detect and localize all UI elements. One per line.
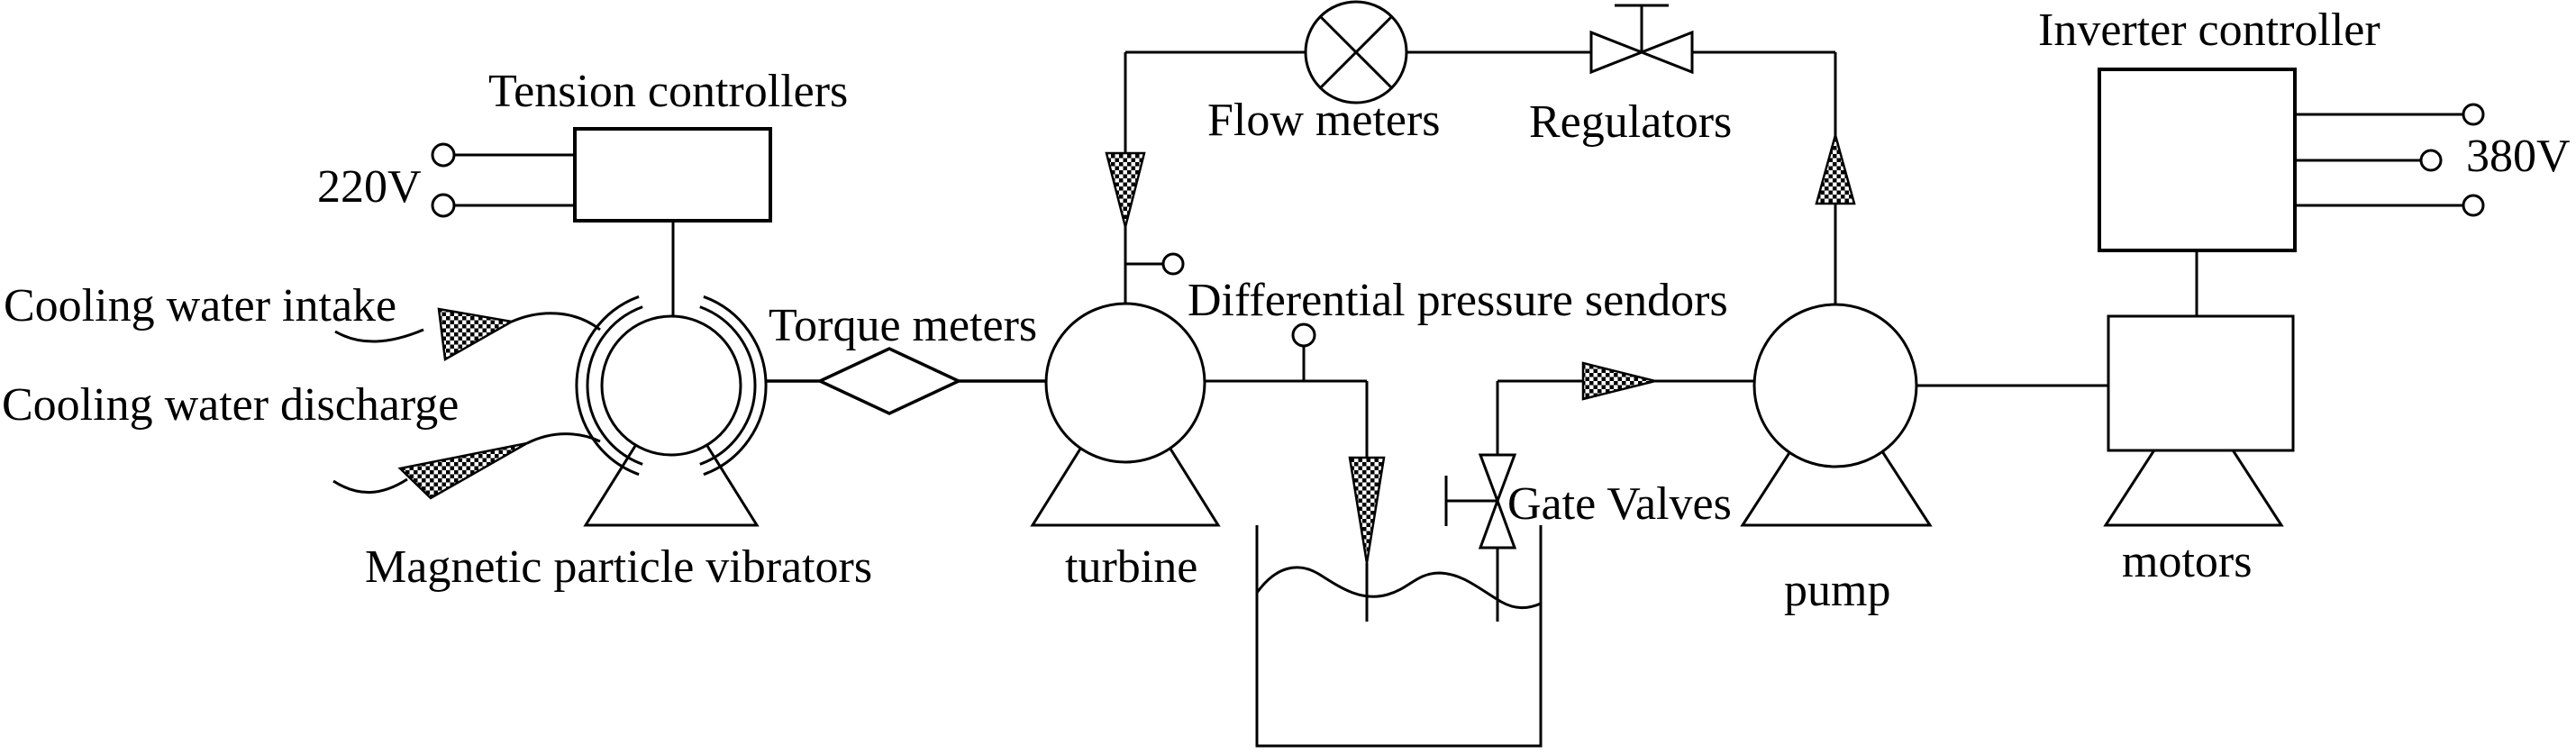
cooling-intake-flow	[334, 312, 601, 343]
regulators-label: Regulators	[1529, 96, 1732, 148]
tension-controller-box	[573, 127, 772, 223]
discharge-arrow-icon	[397, 441, 528, 500]
flow-meters-label: Flow meters	[1207, 95, 1441, 146]
turbine-device	[1030, 302, 1221, 527]
pump-device	[1740, 303, 1933, 527]
gate-valve-icon	[1478, 453, 1517, 550]
regulator-valve-icon	[1589, 4, 1694, 75]
terminal-icon	[431, 142, 456, 168]
ring-arc	[703, 295, 768, 477]
terminal-icon	[431, 193, 456, 218]
discharge-hose	[526, 432, 601, 445]
differential-pressure-sendors-label: Differential pressure sendors	[1188, 275, 1728, 326]
gate-valve-branch	[1444, 379, 1754, 622]
flow-arrow-down-icon	[1348, 456, 1386, 564]
supply-220v-label: 220V	[317, 161, 422, 213]
tension-controller-device	[431, 127, 772, 317]
ring-arc	[575, 295, 640, 477]
flow-meter-icon	[1304, 0, 1408, 104]
intake-arrow-icon	[437, 307, 515, 362]
turbine-outlet-line	[1205, 346, 1369, 622]
motor-body	[2107, 314, 2295, 452]
flow-arrow-up-icon	[1815, 131, 1856, 205]
inverter-controller-label: Inverter controller	[2038, 5, 2380, 56]
turbine-body	[1044, 302, 1206, 464]
cooling-discharge-flow	[332, 432, 601, 494]
tension-controllers-label: Tension controllers	[488, 66, 848, 117]
flow-meter-cross	[1318, 14, 1394, 90]
cooling-water-discharge-label: Cooling water discharge	[2, 379, 459, 431]
ring-arc	[699, 305, 757, 466]
terminal-icon	[2419, 149, 2443, 172]
motor-device	[2103, 314, 2295, 527]
flow-arrow-down-icon	[1105, 151, 1146, 228]
main-pipe	[1125, 50, 1837, 304]
discharge-hose	[332, 477, 408, 494]
gate-valve-lower	[1478, 496, 1517, 550]
motors-label: motors	[2122, 536, 2252, 587]
vibrator-pedestal	[583, 445, 760, 527]
pump-pedestal	[1740, 448, 1933, 527]
pump-label: pump	[1784, 565, 1890, 616]
torque-meters-label: Torque meters	[769, 300, 1037, 351]
vibrator-device	[575, 295, 768, 527]
inverter-controller-device	[2098, 68, 2485, 316]
valve-left-wing	[1589, 30, 1646, 75]
intake-hose	[334, 328, 424, 343]
ring-arc	[586, 305, 643, 466]
cooling-water-intake-label: Cooling water intake	[4, 280, 396, 332]
magnetic-particle-vibrators-label: Magnetic particle vibrators	[365, 541, 872, 593]
supply-380v-label: 380V	[2466, 131, 2571, 182]
pump-body	[1752, 303, 1918, 468]
turbine-pedestal	[1030, 445, 1221, 527]
intake-hose	[511, 312, 601, 332]
tank-walls	[1255, 525, 1543, 748]
vibrator-stator-rings	[575, 295, 768, 477]
pressure-sensor-icon	[1161, 252, 1185, 276]
water-surface-wave	[1255, 566, 1542, 610]
vibrator-body	[600, 314, 742, 457]
valve-right-wing	[1637, 30, 1694, 75]
turbine-label: turbine	[1065, 541, 1197, 593]
inverter-controller-box	[2098, 68, 2297, 252]
terminal-icon	[2462, 103, 2485, 126]
flow-arrow-right-icon	[1581, 361, 1656, 401]
torque-meter-icon	[815, 347, 963, 415]
torque-meter-assembly	[766, 347, 1046, 415]
motor-pedestal	[2103, 448, 2284, 527]
gate-valve-upper	[1478, 453, 1517, 505]
pressure-sensor-icon	[1291, 322, 1316, 348]
terminal-icon	[2462, 194, 2485, 217]
water-tank	[1255, 525, 1543, 748]
gate-valves-label: Gate Valves	[1507, 478, 1732, 530]
